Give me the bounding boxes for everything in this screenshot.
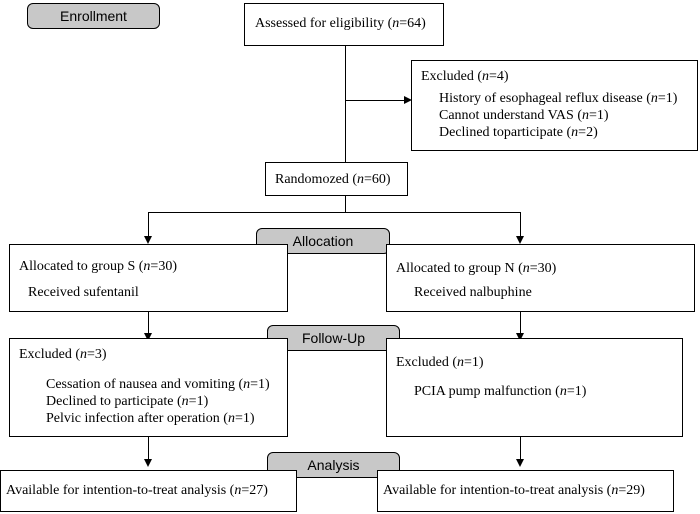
assessed-box: Assessed for eligibility (n=64): [244, 3, 444, 46]
stage-enrollment: Enrollment: [27, 3, 160, 29]
excluded-top-item: Cannot understand VAS (n=1): [439, 108, 609, 123]
connector-right-alloc: [520, 212, 521, 237]
arrowhead-left-alloc: [144, 236, 152, 244]
excluded-group-s-box: Excluded (n=3) Cessation of nausea and v…: [9, 338, 288, 437]
allocated-group-s-box: Allocated to group S (n=30) Received suf…: [9, 244, 288, 312]
connector-randomized-down: [345, 196, 346, 212]
connector-to-excluded: [345, 100, 405, 101]
excluded-top-item: History of esophageal reflux disease (n=…: [439, 91, 678, 106]
connector-left-alloc: [148, 212, 149, 237]
excluded-group-n-item: PCIA pump malfunction (n=1): [414, 384, 587, 399]
excluded-group-n-title: Excluded (n=1): [396, 355, 484, 370]
arrowhead-excluded: [404, 96, 412, 104]
connector-left-analysis: [148, 437, 149, 460]
arrowhead-right-alloc: [516, 236, 524, 244]
excluded-top-item: Declined toparticipate (n=2): [439, 125, 598, 140]
connector-left-followup: [148, 312, 149, 334]
allocated-group-s-label: Allocated to group S (n=30): [19, 259, 177, 274]
connector-split: [148, 212, 520, 213]
excluded-group-s-title: Excluded (n=3): [19, 347, 107, 362]
arrowhead-right-analysis: [516, 459, 524, 467]
analysis-group-n-label: Available for intention-to-treat analysi…: [383, 483, 645, 498]
excluded-group-s-item: Pelvic infection after operation (n=1): [46, 411, 255, 426]
arrowhead-right-followup: [516, 333, 524, 341]
connector-right-analysis: [520, 437, 521, 460]
excluded-top-title: Excluded (n=4): [421, 69, 509, 84]
excluded-group-s-item: Declined to participate (n=1): [46, 394, 209, 409]
analysis-group-s-box: Available for intention-to-treat analysi…: [0, 470, 297, 512]
received-sufentanil-label: Received sufentanil: [28, 285, 139, 300]
randomized-box: Randomozed (n=60): [265, 162, 408, 196]
connector-right-followup: [520, 312, 521, 334]
analysis-group-s-label: Available for intention-to-treat analysi…: [6, 483, 268, 498]
excluded-group-n-box: Excluded (n=1) PCIA pump malfunction (n=…: [386, 338, 683, 437]
excluded-top-box: Excluded (n=4) History of esophageal ref…: [411, 60, 698, 151]
randomized-label: Randomozed (n=60): [275, 172, 391, 187]
arrowhead-left-analysis: [144, 459, 152, 467]
allocated-group-n-label: Allocated to group N (n=30): [396, 261, 557, 276]
allocated-group-n-box: Allocated to group N (n=30) Received nal…: [386, 244, 695, 312]
assessed-label: Assessed for eligibility (n=64): [255, 16, 426, 31]
arrowhead-left-followup: [144, 333, 152, 341]
received-nalbuphine-label: Received nalbuphine: [414, 285, 532, 300]
excluded-group-s-item: Cessation of nausea and vomiting (n=1): [46, 377, 270, 392]
connector-assessed-to-randomized: [345, 46, 346, 162]
analysis-group-n-box: Available for intention-to-treat analysi…: [377, 470, 674, 512]
